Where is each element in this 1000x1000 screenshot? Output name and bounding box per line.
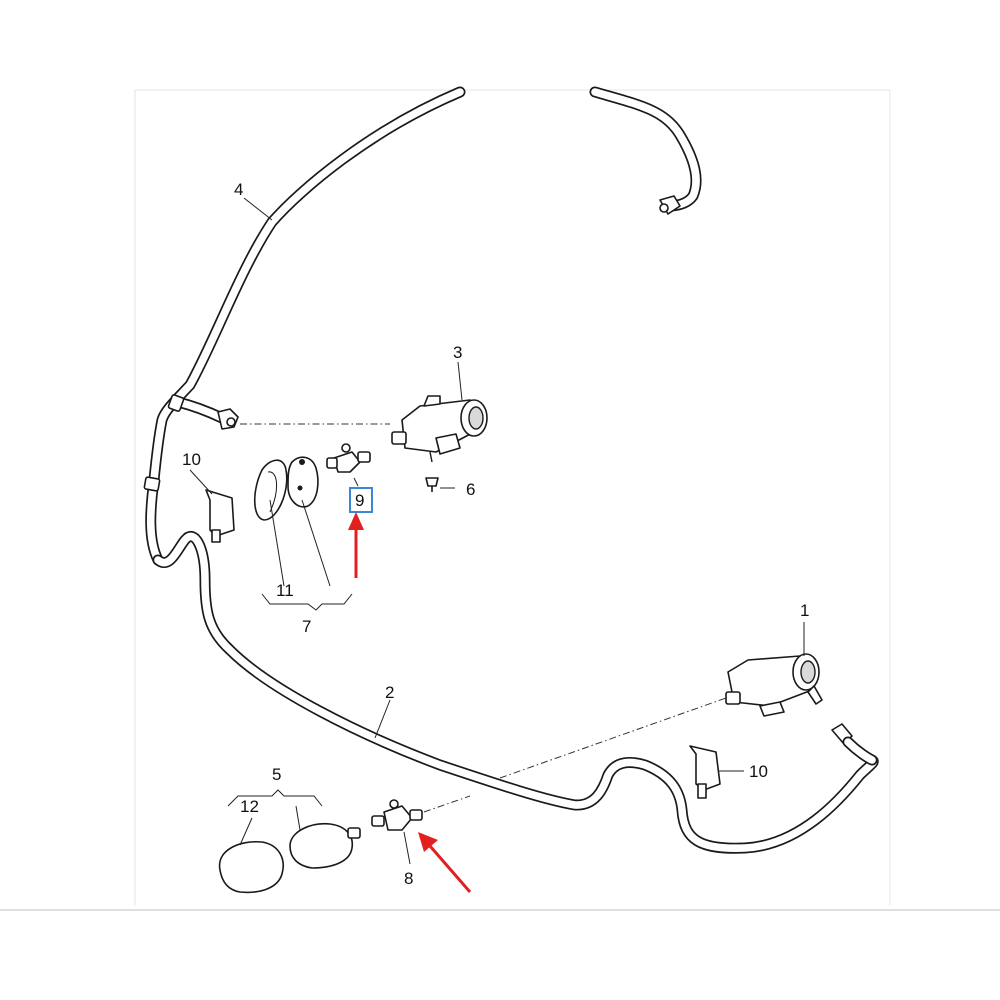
hose-4 (143, 86, 466, 566)
panel-frame (0, 89, 1000, 911)
part-9-highlight-box (349, 487, 373, 513)
label-part-11: 11 (276, 581, 294, 600)
label-part-8: 8 (404, 869, 413, 888)
label-part-5: 5 (272, 765, 281, 784)
label-part-10-right: 10 (749, 762, 768, 781)
cover-7 (287, 456, 319, 508)
screw-6 (425, 477, 439, 492)
label-part-3: 3 (453, 343, 462, 362)
pump-1 (725, 653, 823, 717)
nozzle-9 (326, 443, 371, 473)
hose-2 (152, 531, 879, 854)
label-part-10-left: 10 (182, 450, 201, 469)
hose-top-right (589, 86, 702, 215)
leader-lines (189, 197, 805, 865)
arrow-to-part-8 (418, 832, 472, 893)
label-part-1: 1 (800, 601, 809, 620)
cover-11 (253, 459, 288, 521)
bracket-10-left (205, 489, 235, 543)
label-part-6: 6 (466, 480, 475, 499)
label-part-2: 2 (385, 683, 394, 702)
label-part-9: 9 (355, 491, 364, 510)
arrow-to-part-9 (348, 512, 364, 578)
part-numbers: 4 3 6 10 9 11 7 2 1 10 5 12 8 (182, 180, 809, 888)
connector-8 (371, 799, 423, 831)
cap-12 (218, 840, 284, 894)
guide-lines (240, 423, 727, 813)
label-part-7: 7 (302, 617, 311, 636)
pump-3 (391, 395, 488, 463)
cap-5 (289, 822, 361, 869)
label-part-4: 4 (234, 180, 243, 199)
label-part-12: 12 (240, 797, 259, 816)
bracket-10-right (689, 745, 721, 799)
